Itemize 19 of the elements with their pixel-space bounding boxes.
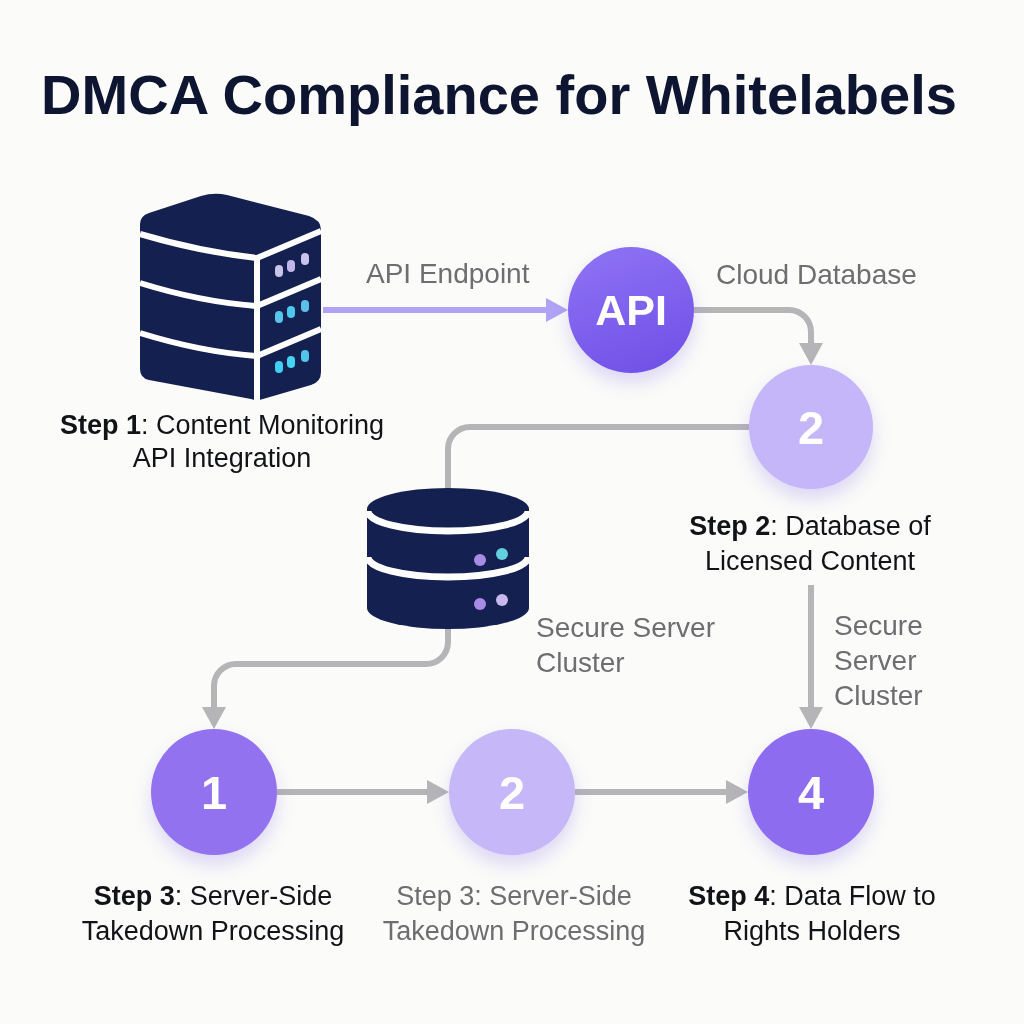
arrow [575, 780, 748, 804]
connector-line [445, 424, 749, 488]
step-caption: Step 3: Server-Side Takedown Processing [382, 880, 646, 948]
step-number: 1 [200, 768, 228, 816]
arrow [323, 298, 568, 322]
step-caption: Step 2: Database of Licensed Content [688, 510, 932, 578]
arrow [694, 307, 823, 365]
step-caption: Step 4: Data Flow to Rights Holders [687, 880, 937, 948]
arrow [799, 585, 823, 729]
api-label: API [595, 288, 667, 332]
step-number: 2 [797, 403, 825, 451]
step-caption: Step 1: Content Monitoring API Integration [59, 409, 385, 475]
step-caption: Step 3: Server-Side Takedown Processing [81, 880, 345, 948]
arrow [277, 780, 449, 804]
arrow [202, 629, 451, 729]
database-icon [367, 488, 529, 629]
step-number: 4 [797, 768, 825, 816]
title: DMCA Compliance for Whitelabels [41, 63, 957, 127]
step-number: 2 [498, 768, 526, 816]
